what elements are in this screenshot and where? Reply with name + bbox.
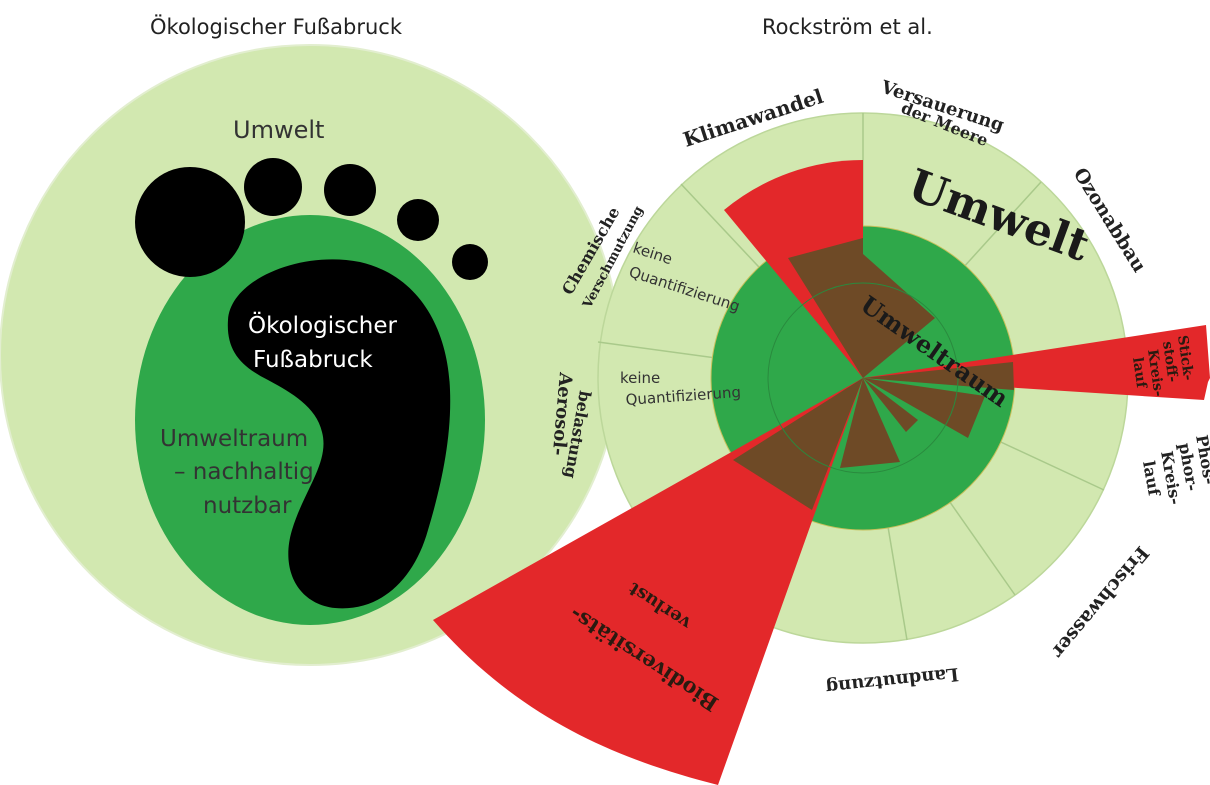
biodiversitaet-usage (733, 378, 863, 510)
label-stickstoff-1: Stick- (1174, 334, 1196, 381)
label-stickstoff-2: stoff- (1159, 340, 1181, 383)
toe-3 (324, 164, 376, 216)
inner-ring-outline (767, 282, 959, 474)
footprint-label-line1: Ökologischer (248, 311, 397, 339)
footprint-sole (227, 259, 451, 609)
toe-4 (397, 199, 439, 241)
phosphor-usage (863, 378, 985, 438)
rockstroem-title: Rockström et al. (762, 15, 933, 39)
landnutzung-usage (840, 378, 900, 468)
sustainable-space-label-line3: nutzbar (203, 493, 292, 519)
toe-big (135, 167, 245, 277)
label-stickstoff-4: lauf (1129, 356, 1149, 389)
klimawandel-usage (788, 238, 863, 378)
planetary-boundaries-diagram: Rockström et al. (433, 15, 1210, 785)
stickstoff-usage (863, 362, 1014, 390)
footprint-title: Ökologischer Fußabruck (150, 14, 403, 39)
label-stickstoff-3: Kreis- (1144, 348, 1166, 397)
label-landnutzung: Landnutzung (824, 663, 959, 698)
sustainable-space-label-line1: Umweltraum (160, 426, 308, 452)
toe-2 (244, 158, 302, 216)
toe-5 (452, 244, 488, 280)
biodiversitaet-exceed (433, 378, 863, 785)
label-frischwasser: Frischwasser (1046, 542, 1153, 663)
frischwasser-usage (863, 378, 918, 432)
klimawandel-exceed (724, 159, 863, 378)
footprint-diagram: Ökologischer Fußabruck Umwelt Ökologisch… (0, 14, 621, 666)
footprint-label-line2: Fußabruck (253, 347, 373, 373)
no-quantification-2-line1: keine (620, 369, 660, 387)
sustainable-space-label-line2: – nachhaltig (174, 459, 314, 485)
environment-label: Umwelt (233, 116, 324, 144)
